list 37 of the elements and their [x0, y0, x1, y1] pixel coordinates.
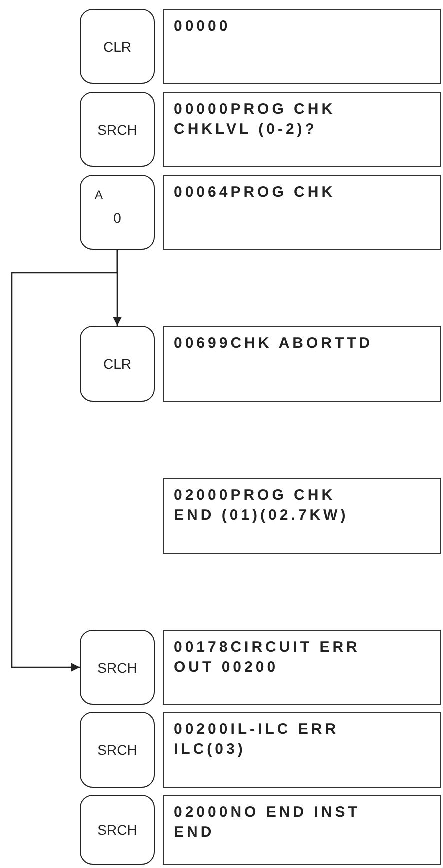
lcd-display [163, 712, 441, 788]
lcd-display [163, 478, 441, 554]
display-line: 00178CIRCUIT ERR [174, 638, 360, 657]
key-label: SRCH [98, 742, 138, 758]
display-line: 00000PROG CHK [174, 100, 336, 119]
key-label: CLR [103, 38, 132, 54]
display-line: 00000 [174, 17, 231, 36]
lcd-display [163, 175, 441, 250]
connector-arrow [11, 250, 118, 672]
key-label: 0 [112, 210, 122, 226]
key-button [80, 630, 155, 705]
key-label: SRCH [98, 122, 138, 138]
key-button [80, 795, 155, 865]
key-shift-label: A [95, 188, 104, 202]
display-line: 02000NO END INST [174, 803, 360, 822]
display-line: 02000PROG CHK [174, 486, 336, 505]
display-line: END [174, 823, 215, 842]
key-button [80, 712, 155, 788]
key-label: SRCH [98, 822, 138, 838]
lcd-display [163, 630, 441, 705]
display-line: CHKLVL (0-2)? [174, 120, 318, 139]
display-line: 00064PROG CHK [174, 183, 336, 202]
display-line: OUT 00200 [174, 658, 279, 677]
lcd-display [163, 92, 441, 167]
key-label: SRCH [98, 660, 138, 676]
key-button [80, 9, 155, 84]
lcd-display [163, 795, 441, 865]
display-line: 00200IL-ILC ERR [174, 720, 340, 739]
key-button [80, 326, 155, 402]
display-line: ILC(03) [174, 740, 246, 759]
key-button [80, 175, 155, 250]
lcd-display [163, 326, 441, 402]
key-button [80, 92, 155, 167]
display-line: END (01)(02.7KW) [174, 506, 349, 525]
key-label: CLR [103, 356, 132, 372]
lcd-display [163, 9, 441, 84]
display-line: 00699CHK ABORTTD [174, 334, 374, 353]
